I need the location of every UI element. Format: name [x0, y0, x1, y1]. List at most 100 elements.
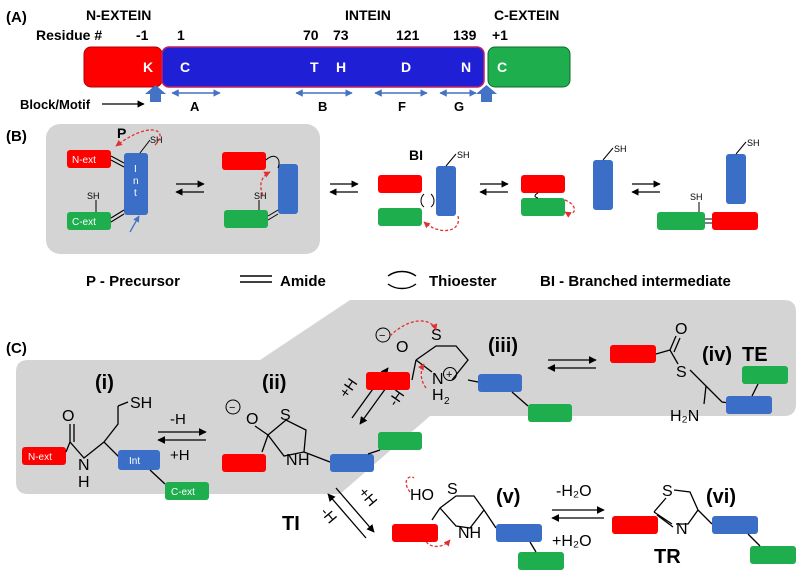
- b-bi-sh: SH: [457, 150, 470, 160]
- c-i-cext-label: C-ext: [171, 487, 195, 498]
- residue-number-p1: +1: [492, 27, 508, 43]
- legend-branched: BI - Branched intermediate: [540, 273, 731, 290]
- b-s2-int: [278, 164, 298, 214]
- panel-b: (B) P N-ext I n t C-ext SH SH SH: [6, 124, 760, 290]
- c-i-ii-minus-h: -H: [170, 411, 186, 428]
- c-v-s: S: [447, 481, 458, 498]
- c-vi-s: S: [662, 483, 673, 500]
- c-i-sh: SH: [130, 395, 152, 412]
- c-iii-next: [366, 372, 410, 390]
- c-iv-o: O: [675, 321, 687, 338]
- residue-t: T: [310, 59, 319, 75]
- residue-c1: C: [180, 59, 190, 75]
- c-ii-next: [222, 454, 266, 472]
- panel-c-label: (C): [6, 340, 27, 357]
- c-iii-cext: [528, 404, 572, 422]
- residue-number-n1: -1: [136, 27, 149, 43]
- c-ii-h: H: [298, 452, 310, 469]
- c-i-next-label: N-ext: [28, 452, 52, 463]
- c-iv-int: [726, 396, 772, 414]
- residue-h: H: [336, 59, 346, 75]
- c-i-n: N: [78, 457, 90, 474]
- block-f: F: [398, 99, 406, 114]
- b-s4-next: [521, 175, 565, 193]
- b-s5-next: [712, 212, 758, 230]
- c-v-vi-minus-h2o: -H₂O: [556, 483, 592, 500]
- c-vi-int: [712, 516, 758, 534]
- ti-label: TI: [282, 513, 300, 535]
- n-extein-title: N-EXTEIN: [86, 7, 151, 23]
- b-s5-sh: SH: [747, 138, 760, 148]
- c-v-next: [392, 524, 438, 542]
- c-ii-s: S: [280, 407, 291, 424]
- residue-number-70: 70: [303, 27, 319, 43]
- c-ii-v-plus-h: +H: [355, 484, 381, 510]
- c-i-ii-plus-h: +H: [170, 447, 190, 464]
- b-s4-int: [593, 160, 613, 210]
- b-s5-int: [726, 154, 746, 204]
- c-v-cext: [518, 552, 564, 570]
- c-i-o: O: [62, 408, 74, 425]
- b-p-int-letter-t: t: [134, 188, 137, 199]
- b-s4-sh: SH: [614, 144, 627, 154]
- c-iii-o: O: [396, 339, 408, 356]
- panel-c-gray-region: [16, 300, 796, 494]
- block-a: A: [190, 99, 200, 114]
- b-s4-cext: [521, 198, 565, 216]
- residue-d: D: [401, 59, 411, 75]
- splice-site-arrow-n: [145, 85, 166, 102]
- residue-k: K: [143, 59, 153, 75]
- c-iv-next: [610, 345, 656, 363]
- c-v-vi-plus-h2o: +H₂O: [552, 533, 592, 550]
- b-p-int-letter-n: n: [133, 176, 139, 187]
- c-iii-plus: +: [446, 369, 452, 381]
- legend-thioester: Thioester: [429, 273, 497, 290]
- step-ii: (ii): [262, 372, 286, 394]
- c-iii-n: N: [432, 371, 444, 388]
- c-iii-s: S: [431, 327, 442, 344]
- c-i-int: [118, 450, 160, 470]
- c-v-nh: NH: [458, 525, 481, 542]
- c-ii-n: N: [286, 452, 298, 469]
- c-iii-h-sub: 2: [444, 396, 450, 407]
- block-b: B: [318, 99, 327, 114]
- c-iii-int: [478, 374, 522, 392]
- residue-label: Residue #: [36, 27, 102, 43]
- c-i-int-label: Int: [129, 456, 140, 467]
- block-motif-label: Block/Motif: [20, 97, 91, 112]
- c-iv-h2n: H₂N: [670, 408, 699, 425]
- c-vi-cext: [750, 546, 796, 564]
- b-bi-cext: [378, 208, 422, 226]
- tr-label: TR: [654, 546, 681, 568]
- legend-precursor: P - Precursor: [86, 273, 180, 290]
- step-vi: (vi): [706, 486, 736, 508]
- c-extein-bar: [487, 46, 571, 88]
- intein-title: INTEIN: [345, 7, 391, 23]
- b-p-sh-bottom: SH: [87, 191, 100, 201]
- residue-number-1: 1: [177, 27, 185, 43]
- splice-site-arrow-c: [476, 85, 497, 102]
- c-v-ho: HO: [410, 487, 434, 504]
- b-s5-sh-bottom: SH: [690, 192, 703, 202]
- c-i-next: [22, 447, 66, 465]
- b-p-cext-block: [67, 212, 111, 230]
- b-p-int-block: [124, 153, 148, 215]
- precursor-tag: P: [117, 125, 126, 141]
- b-s2-next: [222, 152, 266, 170]
- c-v-int: [496, 524, 542, 542]
- step-iv: (iv): [702, 344, 732, 366]
- legend-thioester-arc: [387, 270, 417, 290]
- b-bi-int: [436, 166, 456, 216]
- residue-number-121: 121: [396, 27, 420, 43]
- c-ii-cext: [378, 432, 422, 450]
- b-p-sh-top: SH: [150, 135, 163, 145]
- c-iii-h: H: [432, 387, 444, 404]
- c-ii-v-minus-h: -H: [317, 504, 340, 527]
- c-ii-minus: −: [229, 402, 235, 414]
- legend-amide: Amide: [280, 273, 326, 290]
- b-p-cext-label: C-ext: [72, 217, 96, 228]
- step-i: (i): [95, 372, 114, 394]
- b-bi-next: [378, 175, 422, 193]
- c-i-h: H: [78, 474, 90, 491]
